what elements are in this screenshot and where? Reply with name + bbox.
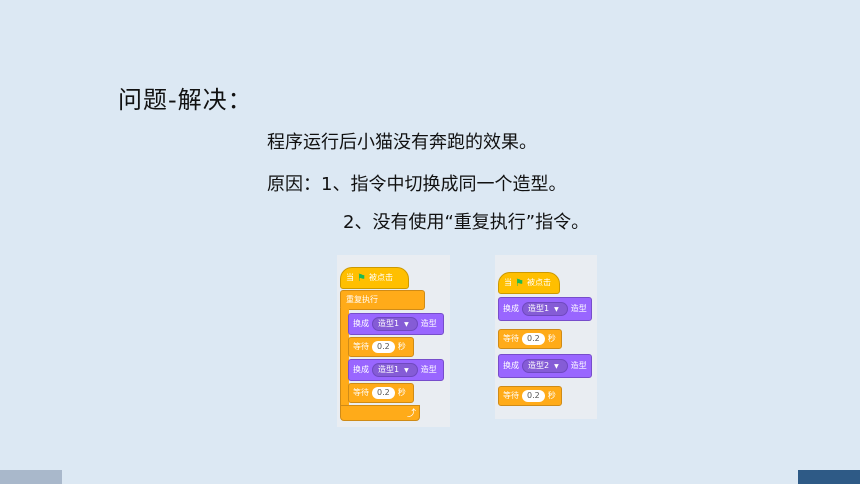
forever-c-arm xyxy=(340,308,349,408)
footer-bar-left xyxy=(0,470,62,484)
dropdown-arrow-icon: ▼ xyxy=(404,321,409,328)
block-prefix: 等待 xyxy=(353,342,369,351)
block-prefix: 等待 xyxy=(503,334,519,343)
hat-suffix-label: 被点击 xyxy=(527,278,551,287)
block-suffix: 造型 xyxy=(570,361,587,370)
block-prefix: 换成 xyxy=(353,319,369,328)
forever-block[interactable]: 重复执行 xyxy=(340,290,425,310)
wait-block[interactable]: 等待 0.2 秒 xyxy=(348,383,414,403)
block-suffix: 秒 xyxy=(547,391,556,400)
wait-block[interactable]: 等待 0.2 秒 xyxy=(498,386,562,406)
costume-dropdown[interactable]: 造型1 ▼ xyxy=(372,317,418,331)
wait-block[interactable]: 等待 0.2 秒 xyxy=(348,337,414,357)
problem-line: 程序运行后小猫没有奔跑的效果。 xyxy=(267,132,537,153)
right-script-panel: 当 ⚑ 被点击 换成 造型1 ▼ 造型 等待 0.2 秒 换成 造型2 ▼ 造型 等… xyxy=(495,255,597,419)
block-prefix: 等待 xyxy=(353,388,369,397)
dropdown-arrow-icon: ▼ xyxy=(404,367,409,374)
block-prefix: 换成 xyxy=(353,365,369,374)
block-suffix: 秒 xyxy=(397,388,406,397)
when-flag-clicked-block[interactable]: 当 ⚑ 被点击 xyxy=(340,267,409,289)
hat-label: 当 xyxy=(346,273,354,282)
costume-dropdown[interactable]: 造型1 ▼ xyxy=(522,302,568,316)
dropdown-arrow-icon: ▼ xyxy=(554,306,559,313)
wait-seconds-input[interactable]: 0.2 xyxy=(372,387,395,399)
reason-line-2: 2、没有使用“重复执行”指令。 xyxy=(343,212,590,233)
reason-line-1: 原因：1、指令中切换成同一个造型。 xyxy=(267,174,567,195)
costume-dropdown[interactable]: 造型1 ▼ xyxy=(372,363,418,377)
loop-arrow-icon: ⤴ xyxy=(407,409,417,419)
block-suffix: 造型 xyxy=(420,319,437,328)
switch-costume-block[interactable]: 换成 造型1 ▼ 造型 xyxy=(348,359,444,381)
block-suffix: 造型 xyxy=(570,304,587,313)
forever-label: 重复执行 xyxy=(346,295,378,304)
when-flag-clicked-block[interactable]: 当 ⚑ 被点击 xyxy=(498,272,560,294)
green-flag-icon: ⚑ xyxy=(357,272,366,284)
costume-dropdown[interactable]: 造型2 ▼ xyxy=(522,359,568,373)
footer-bar-right xyxy=(798,470,860,484)
wait-block[interactable]: 等待 0.2 秒 xyxy=(498,329,562,349)
switch-costume-block[interactable]: 换成 造型1 ▼ 造型 xyxy=(348,313,444,335)
switch-costume-block[interactable]: 换成 造型1 ▼ 造型 xyxy=(498,297,592,321)
block-suffix: 秒 xyxy=(547,334,556,343)
block-prefix: 换成 xyxy=(503,361,519,370)
block-suffix: 秒 xyxy=(397,342,406,351)
switch-costume-block[interactable]: 换成 造型2 ▼ 造型 xyxy=(498,354,592,378)
block-suffix: 造型 xyxy=(420,365,437,374)
costume-value: 造型1 xyxy=(528,304,550,313)
wait-seconds-input[interactable]: 0.2 xyxy=(372,341,395,353)
hat-suffix-label: 被点击 xyxy=(369,273,393,282)
left-script-panel: 当 ⚑ 被点击 重复执行 换成 造型1 ▼ 造型 等待 0.2 秒 换成 造型1 ▼… xyxy=(337,255,450,427)
wait-seconds-input[interactable]: 0.2 xyxy=(522,390,545,402)
costume-value: 造型1 xyxy=(378,319,400,328)
block-prefix: 等待 xyxy=(503,391,519,400)
green-flag-icon: ⚑ xyxy=(515,277,524,289)
dropdown-arrow-icon: ▼ xyxy=(554,363,559,370)
block-prefix: 换成 xyxy=(503,304,519,313)
costume-value: 造型2 xyxy=(528,361,550,370)
hat-label: 当 xyxy=(504,278,512,287)
slide-title: 问题-解决： xyxy=(118,86,253,114)
costume-value: 造型1 xyxy=(378,365,400,374)
wait-seconds-input[interactable]: 0.2 xyxy=(522,333,545,345)
forever-c-bottom xyxy=(340,405,420,421)
